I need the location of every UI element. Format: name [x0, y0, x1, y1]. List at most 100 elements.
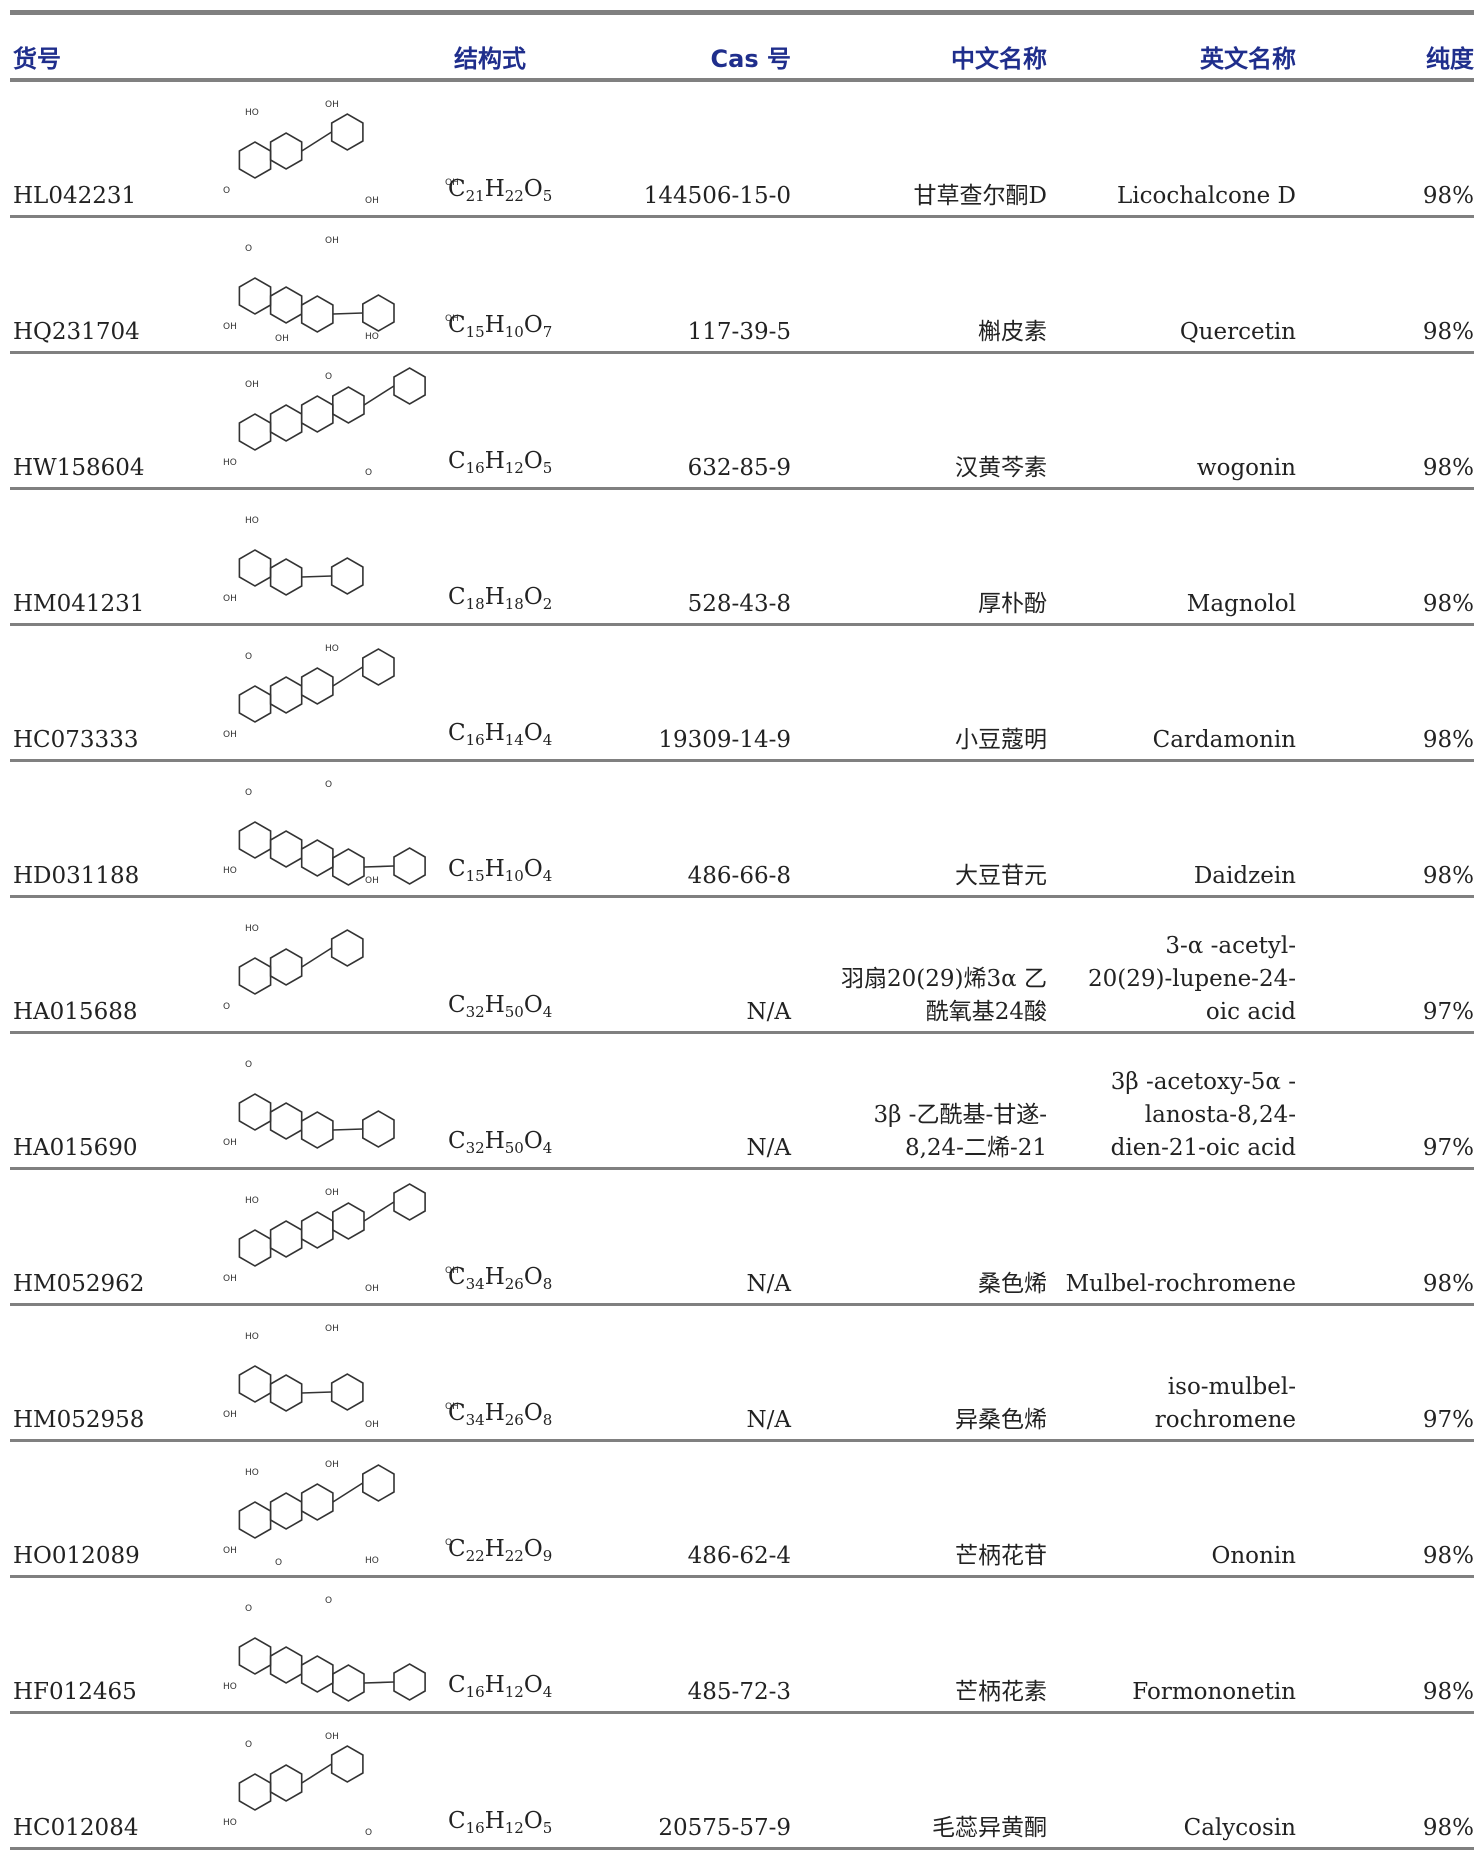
formula-count: 9	[542, 1547, 553, 1565]
linking-bond	[332, 1482, 364, 1503]
ring-bond	[238, 821, 272, 859]
atom-label: OH	[325, 1732, 339, 1742]
formula-count: 22	[504, 187, 524, 205]
ring-bond	[300, 1655, 334, 1693]
molecular-formula: C21H22O5	[448, 173, 552, 213]
atom-label: HO	[223, 866, 237, 876]
atom-label: OH	[223, 1546, 237, 1556]
ring-bond	[269, 132, 303, 170]
atom-label: O	[245, 244, 252, 254]
atom-label: OH	[223, 594, 237, 604]
atom-label: O	[245, 788, 252, 798]
ring-bond	[269, 1646, 303, 1684]
atom-label: OH	[223, 1410, 237, 1420]
linking-bond	[301, 575, 332, 578]
atom-label: OH	[325, 1324, 339, 1334]
ring-bond	[238, 957, 272, 995]
ring-bond	[269, 558, 303, 596]
atom-label: HO	[223, 1818, 237, 1828]
purity-value: 97%	[1422, 1135, 1474, 1161]
formula-count: 10	[504, 323, 524, 341]
atom-label: OH	[365, 196, 379, 206]
formula-element: H	[484, 1808, 505, 1834]
molecular-formula: C32H50O4	[448, 989, 552, 1029]
linking-bond	[301, 1391, 332, 1394]
atom-label: OH	[365, 1284, 379, 1294]
ring-bond	[393, 847, 426, 885]
atom-label: O	[245, 652, 252, 662]
molecular-formula: C16H12O4	[448, 1669, 552, 1709]
formula-element: C	[448, 1672, 466, 1698]
cas-number: 144506-15-0	[643, 183, 791, 209]
formula-count: 12	[504, 1819, 524, 1837]
formula-element: O	[523, 448, 543, 474]
atom-label: OH	[223, 1274, 237, 1284]
ring-bond	[300, 395, 334, 433]
english-name: Cardamonin	[1152, 727, 1296, 753]
ring-bond	[330, 1373, 364, 1411]
formula-element: C	[448, 1400, 466, 1426]
linking-bond	[332, 312, 363, 315]
formula-count: 16	[465, 1683, 485, 1701]
ring-bond	[362, 1110, 395, 1148]
chinese-name: 芒柄花苷	[955, 1543, 1047, 1569]
cas-number: 485-72-3	[687, 1679, 791, 1705]
ring-bond	[330, 557, 364, 595]
cas-number: N/A	[746, 999, 791, 1025]
linking-bond	[301, 131, 333, 152]
chinese-name: 异桑色烯	[955, 1407, 1047, 1433]
ring-bond	[332, 1664, 365, 1702]
ring-bond	[332, 848, 365, 886]
atom-label: O	[245, 1604, 252, 1614]
formula-element: C	[448, 1128, 466, 1154]
formula-element: C	[448, 1264, 466, 1290]
chinese-name: 桑色烯	[978, 1271, 1047, 1297]
molecular-formula: C16H12O5	[448, 1805, 552, 1845]
formula-element: C	[448, 312, 466, 338]
ring-bond	[269, 948, 303, 986]
atom-label: HO	[245, 924, 259, 934]
product-id: HA015690	[13, 1135, 138, 1161]
atom-label: HO	[325, 644, 339, 654]
cas-number: 528-43-8	[687, 591, 791, 617]
product-id: HQ231704	[13, 319, 140, 345]
formula-count: 16	[465, 1819, 485, 1837]
formula-count: 7	[542, 323, 553, 341]
chinese-name: 羽扇20(29)烯3α 乙 酰氧基24酸	[841, 966, 1047, 1025]
formula-element: C	[448, 992, 466, 1018]
product-id: HC073333	[13, 727, 139, 753]
ring-bond	[362, 648, 395, 686]
molecular-formula: C16H14O4	[448, 717, 552, 757]
linking-bond	[364, 865, 394, 868]
cas-number: 117-39-5	[687, 319, 791, 345]
molecular-formula: C32H50O4	[448, 1125, 552, 1165]
molecular-formula: C15H10O7	[448, 309, 552, 349]
atom-label: O	[445, 1538, 452, 1548]
ring-bond	[300, 839, 334, 877]
purity-value: 98%	[1422, 1815, 1474, 1841]
atom-label: OH	[325, 1188, 339, 1198]
atom-label: HO	[223, 458, 237, 468]
cas-number: N/A	[746, 1271, 791, 1297]
formula-element: O	[523, 720, 543, 746]
ring-bond	[300, 667, 334, 705]
english-name: Quercetin	[1179, 319, 1296, 345]
formula-element: O	[523, 856, 543, 882]
ring-bond	[238, 549, 272, 587]
formula-count: 5	[542, 459, 553, 477]
formula-element: C	[448, 448, 466, 474]
atom-label: HO	[245, 1332, 259, 1342]
formula-count: 15	[465, 323, 485, 341]
atom-label: HO	[245, 1196, 259, 1206]
